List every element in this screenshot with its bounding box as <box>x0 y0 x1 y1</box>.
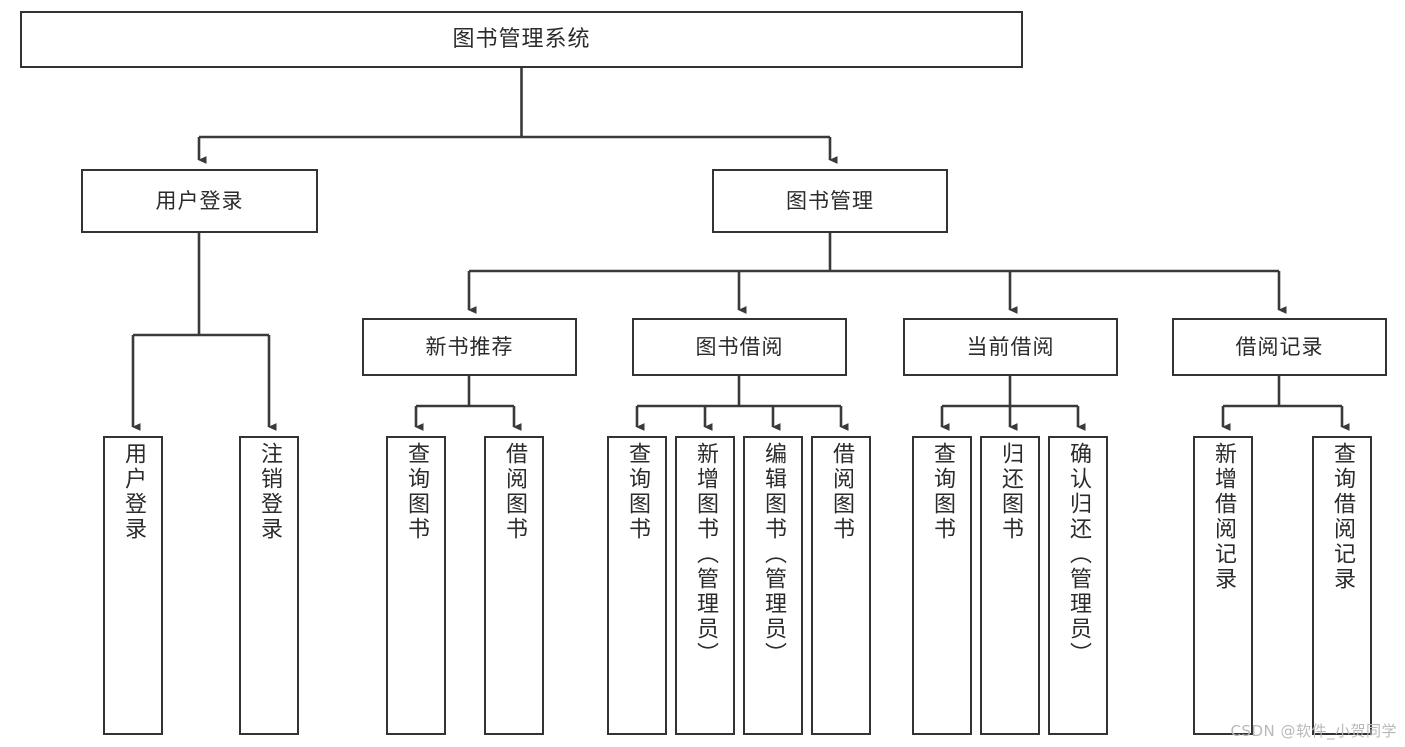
node-root-system[interactable]: 图书管理系统 <box>20 11 1023 68</box>
node-book-manage[interactable]: 图书管理 <box>712 169 948 233</box>
leaf-add-record[interactable]: 新增借阅记录 <box>1193 436 1253 735</box>
node-book-borrow[interactable]: 图书借阅 <box>632 318 847 376</box>
node-label: 查询图书 <box>403 442 429 542</box>
node-label: 注销登录 <box>256 442 282 542</box>
node-label: 新增借阅记录 <box>1210 442 1236 592</box>
leaf-confirm-return[interactable]: 确认归还（管理员） <box>1048 436 1108 735</box>
node-label: 查询借阅记录 <box>1329 442 1355 592</box>
leaf-borrow-book-2[interactable]: 借阅图书 <box>811 436 871 735</box>
node-label: 用户登录 <box>155 188 244 213</box>
node-label: 借阅图书 <box>828 442 854 542</box>
node-label: 查询图书 <box>929 442 955 542</box>
node-label: 图书管理 <box>786 188 874 213</box>
node-label: 当前借阅 <box>966 334 1055 359</box>
csdn-watermark: CSDN @软件_小贺同学 <box>1230 722 1397 740</box>
leaf-logout-login[interactable]: 注销登录 <box>239 436 299 735</box>
node-label: 新增图书（管理员） <box>692 442 718 667</box>
node-label: 图书管理系统 <box>452 26 591 52</box>
leaf-edit-book[interactable]: 编辑图书（管理员） <box>743 436 803 735</box>
leaf-query-book-2[interactable]: 查询图书 <box>607 436 667 735</box>
leaf-query-book-3[interactable]: 查询图书 <box>912 436 972 735</box>
node-label: 借阅记录 <box>1235 334 1324 359</box>
node-label: 新书推荐 <box>425 334 514 359</box>
node-borrow-record[interactable]: 借阅记录 <box>1172 318 1387 376</box>
leaf-user-login[interactable]: 用户登录 <box>103 436 163 735</box>
leaf-add-book[interactable]: 新增图书（管理员） <box>675 436 735 735</box>
node-current-borrow[interactable]: 当前借阅 <box>903 318 1118 376</box>
leaf-return-book[interactable]: 归还图书 <box>980 436 1040 735</box>
node-label: 确认归还（管理员） <box>1065 442 1091 667</box>
node-new-book-recommend[interactable]: 新书推荐 <box>362 318 577 376</box>
node-label: 归还图书 <box>997 442 1023 542</box>
node-label: 查询图书 <box>624 442 650 542</box>
node-label: 图书借阅 <box>695 334 784 359</box>
leaf-query-book-1[interactable]: 查询图书 <box>386 436 446 735</box>
node-label: 编辑图书（管理员） <box>760 442 786 667</box>
leaf-borrow-book-1[interactable]: 借阅图书 <box>484 436 544 735</box>
node-user-login[interactable]: 用户登录 <box>81 169 318 233</box>
leaf-query-record[interactable]: 查询借阅记录 <box>1312 436 1372 735</box>
node-label: 借阅图书 <box>501 442 527 542</box>
node-label: 用户登录 <box>120 442 146 542</box>
